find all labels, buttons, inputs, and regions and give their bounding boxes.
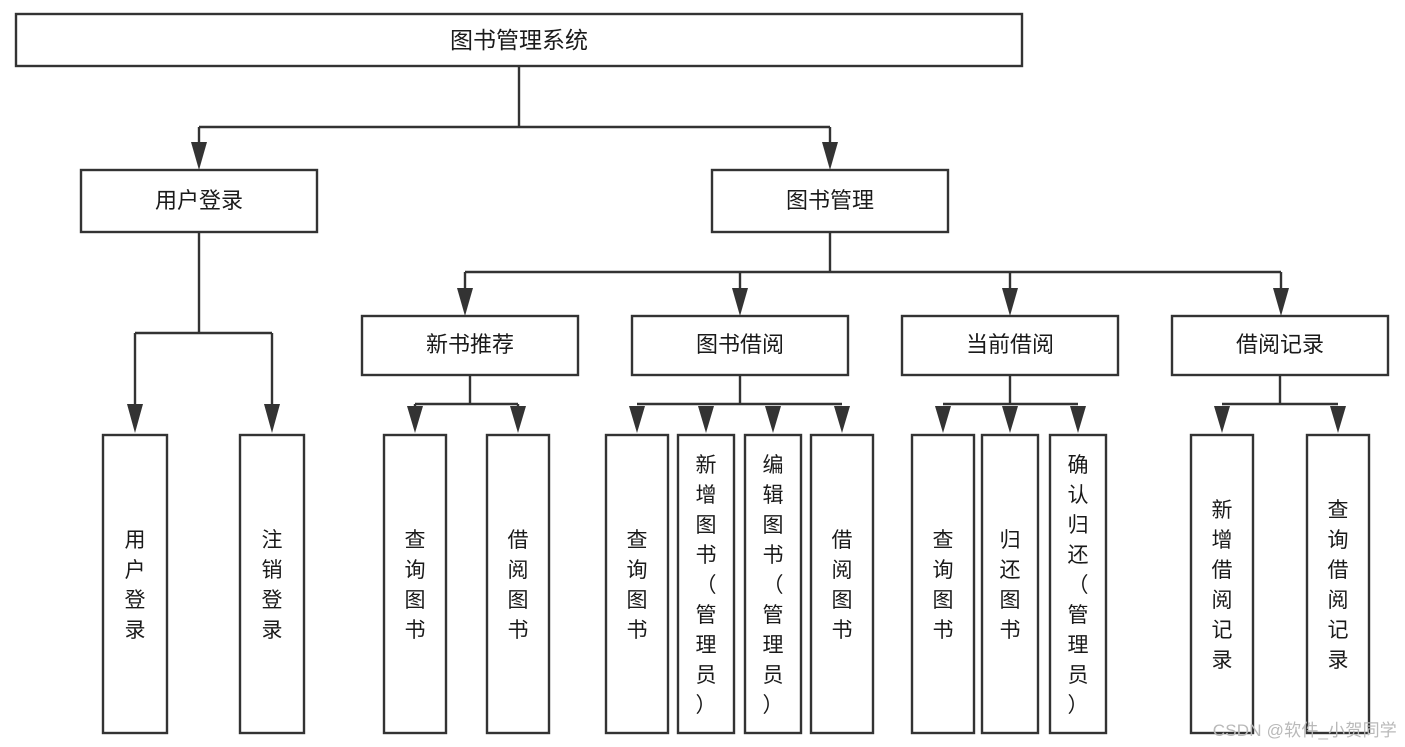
- node-leaf-add-record[interactable]: 新增借阅记录: [1189, 433, 1255, 735]
- node-leaf-logout-login-box[interactable]: [238, 433, 306, 735]
- node-leaf-confirm-return[interactable]: 确认归还（管理员）: [1048, 433, 1108, 735]
- arrow-head-book-borrow: [732, 288, 748, 316]
- node-leaf-user-login[interactable]: 用户登录: [101, 433, 169, 735]
- arrow-head-leaf-add-book: [698, 406, 714, 433]
- node-leaf-query-record[interactable]: 查询借阅记录: [1305, 433, 1371, 735]
- node-leaf-query-book-3-label: 查询图书: [933, 529, 954, 642]
- node-book-management-box[interactable]: [710, 168, 950, 234]
- node-book-borrow[interactable]: 图书借阅: [630, 314, 850, 377]
- arrow-head-leaf-query-record: [1330, 406, 1346, 433]
- node-user-login[interactable]: 用户登录: [79, 168, 319, 234]
- node-book-management[interactable]: 图书管理: [710, 168, 950, 234]
- arrow-head-leaf-return-book: [1002, 406, 1018, 433]
- arrow-head-leaf-user-login: [127, 404, 143, 433]
- node-leaf-add-book[interactable]: 新增图书（管理员）: [676, 433, 736, 735]
- node-leaf-query-book-1-label: 查询图书: [405, 529, 426, 642]
- node-leaf-query-book-3-box[interactable]: [910, 433, 976, 735]
- node-root-label: 图书管理系统: [450, 27, 588, 53]
- node-root-box[interactable]: [14, 12, 1024, 68]
- node-current-borrow-label: 当前借阅: [966, 332, 1054, 357]
- node-current-borrow[interactable]: 当前借阅: [900, 314, 1120, 377]
- node-leaf-add-record-box[interactable]: [1189, 433, 1255, 735]
- node-leaf-edit-book-box[interactable]: [743, 433, 803, 735]
- arrow-head-borrow-record: [1273, 288, 1289, 316]
- node-borrow-record[interactable]: 借阅记录: [1170, 314, 1390, 377]
- node-leaf-borrow-book-2[interactable]: 借阅图书: [809, 433, 875, 735]
- node-leaf-confirm-return-label: 确认归还（管理员）: [1068, 454, 1089, 717]
- node-borrow-record-label: 借阅记录: [1236, 332, 1324, 357]
- arrow-head-leaf-logout-login: [264, 404, 280, 433]
- arrow-head-leaf-borrow-book-2: [834, 406, 850, 433]
- csdn-watermark: CSDN @软件_小贺同学: [1212, 721, 1397, 740]
- node-leaf-confirm-return-box[interactable]: [1048, 433, 1108, 735]
- node-leaf-query-book-1-box[interactable]: [382, 433, 448, 735]
- node-user-login-label: 用户登录: [155, 188, 243, 213]
- node-new-book-recommend-label: 新书推荐: [426, 332, 514, 357]
- arrow-head-book-management: [822, 142, 838, 170]
- arrow-head-new-book-recommend: [457, 288, 473, 316]
- node-leaf-logout-login-label: 注销登录: [262, 529, 283, 642]
- node-leaf-query-book-2[interactable]: 查询图书: [604, 433, 670, 735]
- arrow-head-leaf-confirm-return: [1070, 406, 1086, 433]
- node-leaf-add-record-label: 新增借阅记录: [1212, 499, 1233, 672]
- node-leaf-query-book-2-label: 查询图书: [627, 529, 648, 642]
- arrow-head-leaf-add-record: [1214, 406, 1230, 433]
- node-leaf-edit-book[interactable]: 编辑图书（管理员）: [743, 433, 803, 735]
- node-leaf-return-book-box[interactable]: [980, 433, 1040, 735]
- node-borrow-record-box[interactable]: [1170, 314, 1390, 377]
- node-leaf-user-login-label: 用户登录: [125, 529, 146, 642]
- node-leaf-add-book-box[interactable]: [676, 433, 736, 735]
- arrow-head-current-borrow: [1002, 288, 1018, 316]
- node-new-book-recommend-box[interactable]: [360, 314, 580, 377]
- node-leaf-borrow-book-1[interactable]: 借阅图书: [485, 433, 551, 735]
- node-leaf-query-book-2-box[interactable]: [604, 433, 670, 735]
- connector-layer: [127, 66, 1346, 433]
- node-book-borrow-label: 图书借阅: [696, 332, 784, 357]
- node-book-management-label: 图书管理: [786, 188, 874, 213]
- arrow-head-leaf-borrow-book-1: [510, 406, 526, 433]
- arrow-head-leaf-query-book-3: [935, 406, 951, 433]
- node-user-login-box[interactable]: [79, 168, 319, 234]
- node-leaf-return-book[interactable]: 归还图书: [980, 433, 1040, 735]
- node-leaf-borrow-book-2-label: 借阅图书: [832, 529, 853, 642]
- arrow-head-leaf-query-book-1: [407, 406, 423, 433]
- arrow-head-leaf-query-book-2: [629, 406, 645, 433]
- node-leaf-query-record-label: 查询借阅记录: [1328, 499, 1349, 672]
- node-leaf-logout-login[interactable]: 注销登录: [238, 433, 306, 735]
- node-current-borrow-box[interactable]: [900, 314, 1120, 377]
- node-new-book-recommend[interactable]: 新书推荐: [360, 314, 580, 377]
- node-leaf-borrow-book-2-box[interactable]: [809, 433, 875, 735]
- node-leaf-add-book-label: 新增图书（管理员）: [696, 454, 717, 717]
- arrow-head-user-login: [191, 142, 207, 170]
- arrow-head-leaf-edit-book: [765, 406, 781, 433]
- node-leaf-query-book-1[interactable]: 查询图书: [382, 433, 448, 735]
- node-leaf-borrow-book-1-label: 借阅图书: [508, 529, 529, 642]
- node-leaf-query-book-3[interactable]: 查询图书: [910, 433, 976, 735]
- node-leaf-user-login-box[interactable]: [101, 433, 169, 735]
- node-leaf-borrow-book-1-box[interactable]: [485, 433, 551, 735]
- node-leaf-query-record-box[interactable]: [1305, 433, 1371, 735]
- node-leaf-edit-book-label: 编辑图书（管理员）: [763, 454, 784, 717]
- node-root[interactable]: 图书管理系统: [14, 12, 1024, 68]
- node-book-borrow-box[interactable]: [630, 314, 850, 377]
- node-leaf-return-book-label: 归还图书: [1000, 529, 1021, 642]
